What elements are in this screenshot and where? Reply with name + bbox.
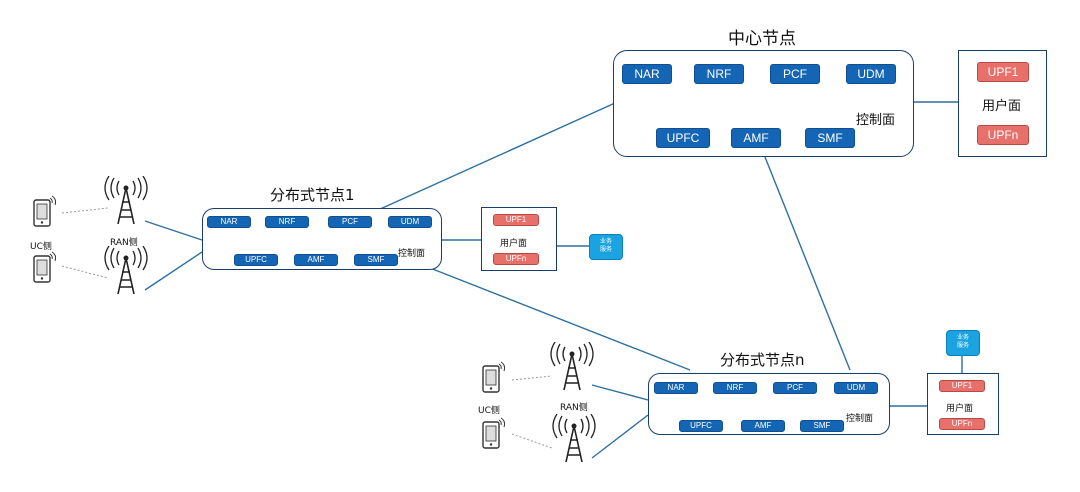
cell-tower-icon (104, 176, 148, 225)
user-plane-label: 用户面 (946, 404, 974, 414)
cell-tower-icon (552, 414, 596, 463)
service-box: 业务 服务 (589, 234, 623, 260)
link-ran1b-dist1 (144, 251, 203, 291)
distn-node-title: 分布式节点n (720, 351, 805, 369)
nf-nar: NAR (207, 216, 251, 228)
ue-side-label: UC侧 (478, 406, 500, 416)
upfn-box: UPFn (977, 125, 1029, 145)
phone-icon (482, 361, 505, 393)
service-box: 业务 服务 (946, 330, 980, 356)
nf-udm: UDM (846, 64, 896, 84)
ran-side-label: RAN侧 (560, 403, 588, 413)
nf-smf: SMF (354, 254, 398, 266)
nf-pcf: PCF (770, 64, 820, 84)
nf-upfc: UPFC (679, 420, 723, 432)
nf-pcf: PCF (773, 382, 817, 394)
nf-amf: AMF (294, 254, 338, 266)
dist1-node-title: 分布式节点1 (270, 186, 355, 204)
user-plane-label: 用户面 (982, 99, 1022, 114)
phone-icon (482, 417, 505, 449)
nf-udm: UDM (388, 216, 432, 228)
nf-nrf: NRF (694, 64, 744, 84)
central-node-title: 中心节点 (728, 29, 796, 49)
link-rannb-distn (591, 384, 649, 401)
nf-pcf: PCF (328, 216, 372, 228)
upfn-box: UPFn (939, 418, 985, 430)
nf-amf: AMF (741, 420, 785, 432)
ue-side-label: UC侧 (30, 242, 52, 252)
cell-tower-icon (104, 246, 148, 295)
nf-nrf: NRF (265, 216, 309, 228)
upf1-box: UPF1 (493, 214, 539, 226)
nf-upfc: UPFC (656, 128, 710, 148)
nf-amf: AMF (731, 128, 781, 148)
link-rannb2-distn (591, 414, 649, 459)
link-central-distn (764, 156, 851, 371)
control-plane-label: 控制面 (398, 249, 426, 259)
nf-smf: SMF (800, 420, 844, 432)
user-plane-label: 用户面 (500, 239, 528, 249)
upf1-box: UPF1 (939, 380, 985, 392)
nf-nrf: NRF (713, 382, 757, 394)
control-plane-label: 控制面 (846, 414, 874, 424)
cell-tower-icon (550, 342, 594, 391)
upf1-box: UPF1 (977, 62, 1029, 82)
phone-icon (33, 195, 56, 227)
link-dist1-distn (429, 267, 691, 371)
link-ran1a-dist1 (144, 220, 203, 241)
nf-nar: NAR (622, 64, 672, 84)
nf-udm: UDM (834, 382, 878, 394)
control-plane-label: 控制面 (856, 113, 896, 128)
upfn-box: UPFn (493, 253, 539, 265)
nf-smf: SMF (805, 128, 855, 148)
nf-nar: NAR (654, 382, 698, 394)
phone-icon (33, 251, 56, 283)
nf-upfc: UPFC (234, 254, 278, 266)
link-dist1-central (377, 102, 616, 211)
ran-side-label: RAN侧 (110, 238, 138, 248)
